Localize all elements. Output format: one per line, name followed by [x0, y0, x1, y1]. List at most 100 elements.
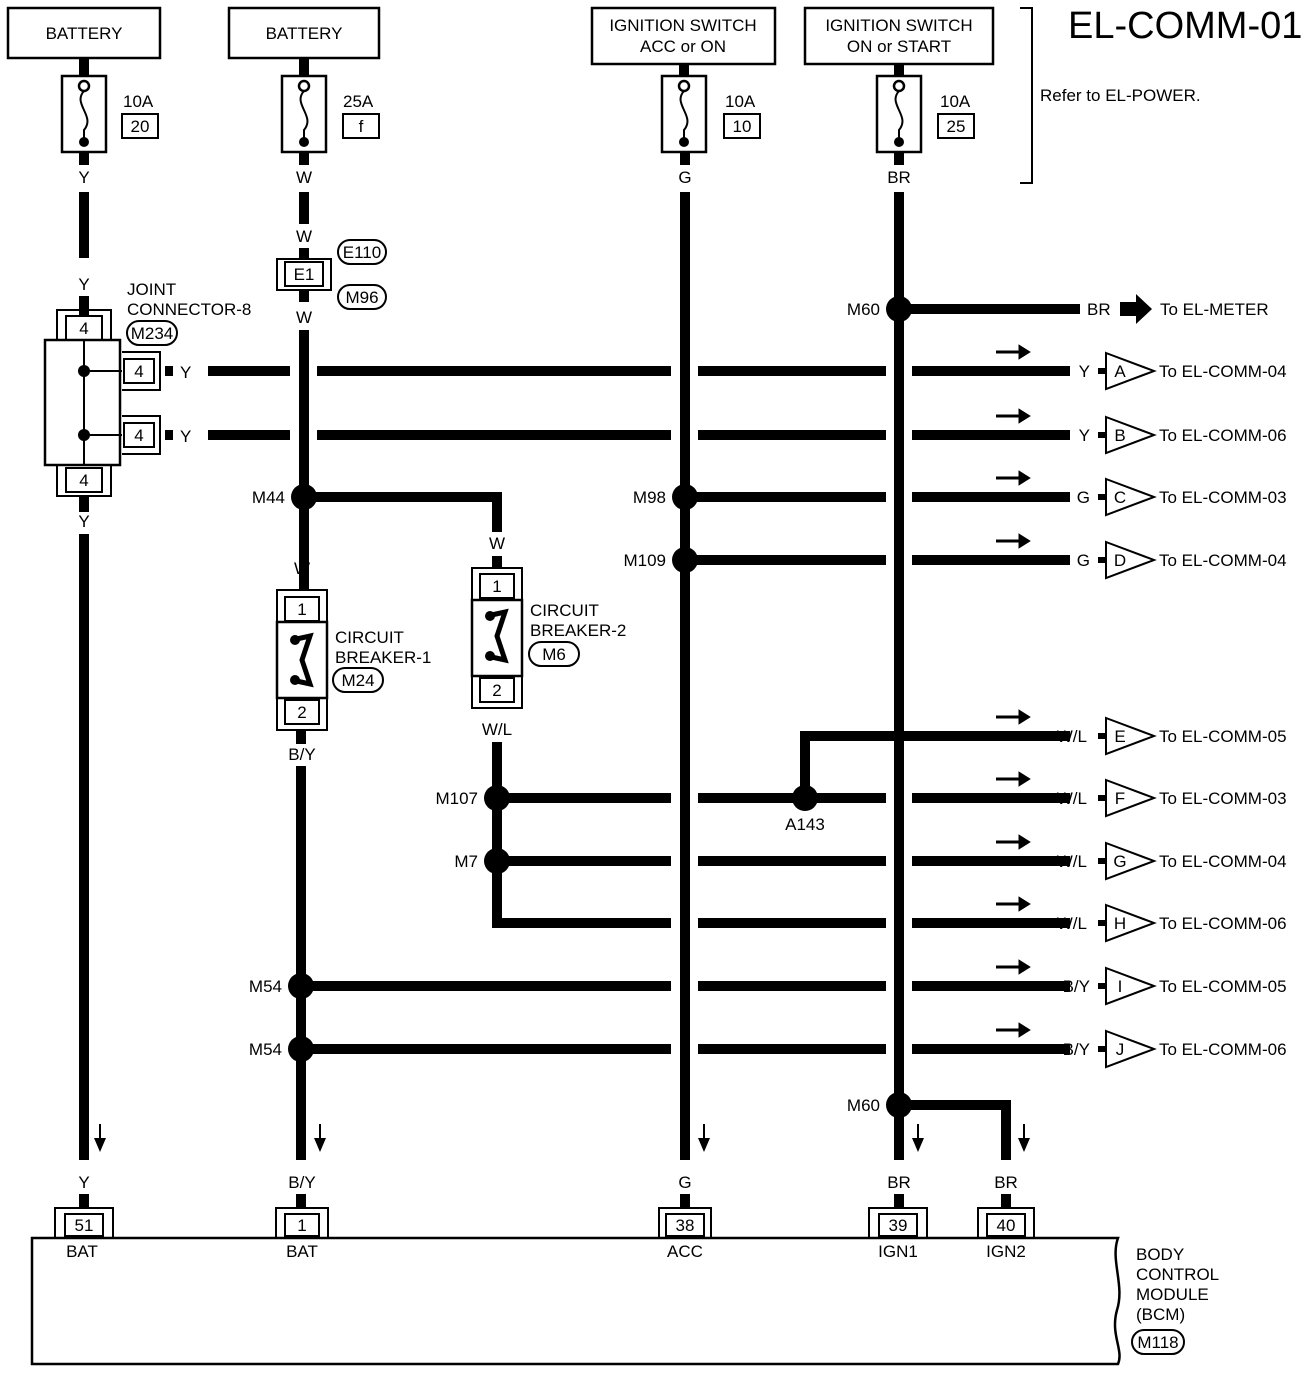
wire-stub: [165, 366, 173, 376]
down-arrow-icon: [698, 1124, 710, 1152]
output-h-letter: H: [1114, 914, 1126, 933]
wire-label-y: Y: [78, 1173, 89, 1192]
junction-m44-label: M44: [252, 488, 285, 507]
source-ignition-start-line2: ON or START: [847, 37, 951, 56]
wire-label-y: Y: [180, 363, 191, 382]
fuse-10-number: 10: [733, 117, 752, 136]
output-c-wire: G: [1077, 488, 1090, 507]
connector-e1: E1: [276, 258, 332, 291]
bcm-id: M118: [1137, 1333, 1178, 1352]
bcm-pin-38: 38 ACC: [658, 1207, 712, 1261]
cb2-id: M6: [542, 645, 566, 664]
bcm-pin-38-number: 38: [676, 1216, 695, 1235]
output-d-letter: D: [1114, 551, 1126, 570]
wire-label-w: W: [296, 227, 312, 246]
output-f: W/L F To EL-COMM-03: [996, 771, 1287, 818]
flow-arrow-icon: [996, 344, 1031, 360]
fuse-20-amp: 10A: [123, 92, 154, 111]
bcm-label-1: BODY: [1136, 1245, 1184, 1264]
bcm-label-4: (BCM): [1136, 1305, 1185, 1324]
connector-e110-label: E110: [343, 243, 381, 262]
down-arrow-icon: [1018, 1124, 1030, 1152]
wire-label-br: BR: [887, 1173, 911, 1192]
wire-label-g: G: [678, 1173, 691, 1192]
cb2-pin-1: 1: [492, 577, 501, 596]
output-a-wire: Y: [1079, 362, 1090, 381]
down-arrow-icon: [314, 1124, 326, 1152]
output-a: Y A To EL-COMM-04: [996, 344, 1287, 391]
wire-label-w: W: [296, 308, 312, 327]
jc-name-2: CONNECTOR-8: [127, 300, 251, 319]
junction-a143-label: A143: [785, 815, 825, 834]
wire-label-fuse-2: W: [296, 168, 312, 187]
output-g: W/L G To EL-COMM-04: [996, 834, 1287, 881]
output-d-target: To EL-COMM-04: [1159, 551, 1287, 570]
jc-id: M234: [131, 324, 174, 343]
wire-row-e: [800, 731, 1070, 798]
meter-wire-label: BR: [1087, 300, 1111, 319]
source-ignition-acc-line1: IGNITION SWITCH: [609, 16, 756, 35]
junction-m7-label: M7: [454, 852, 478, 871]
wire-ign2: [899, 1100, 1011, 1160]
flow-arrow-icon: [996, 470, 1031, 486]
fuse-25-amp: 10A: [940, 92, 971, 111]
wire-label-by: B/Y: [288, 745, 315, 764]
output-j: B/Y J To EL-COMM-06: [996, 1022, 1287, 1069]
junction-a143: [792, 785, 818, 811]
junction-m7: [484, 848, 510, 874]
jc-name-1: JOINT: [127, 280, 176, 299]
output-g-wire: W/L: [1057, 852, 1087, 871]
wire-label-fuse-1: Y: [78, 168, 89, 187]
bcm-pin-38-name: ACC: [667, 1242, 703, 1261]
wire-label-w: W: [294, 559, 310, 578]
bcm-pin-39-name: IGN1: [878, 1242, 918, 1261]
fuse-20-number: 20: [131, 117, 150, 136]
bcm-pin-40-name: IGN2: [986, 1242, 1026, 1261]
output-b: Y B To EL-COMM-06: [996, 408, 1287, 455]
wire-label-y: Y: [78, 512, 89, 531]
output-c-letter: C: [1114, 488, 1126, 507]
output-f-letter: F: [1115, 789, 1125, 808]
output-b-target: To EL-COMM-06: [1159, 426, 1287, 445]
connector-m96-badge: [337, 284, 387, 310]
junction-m54-b-label: M54: [249, 1040, 282, 1059]
jc-pin-bottom: 4: [79, 471, 88, 490]
source-ignition-start-line1: IGNITION SWITCH: [825, 16, 972, 35]
cb1-id: M24: [341, 671, 374, 690]
junction-m109: [672, 547, 698, 573]
output-i-wire: B/Y: [1063, 977, 1090, 996]
output-e-letter: E: [1114, 727, 1125, 746]
junction-m54-a-label: M54: [249, 977, 282, 996]
wire-m44-branch: [304, 492, 502, 532]
bcm-pin-40: 40 IGN2: [977, 1207, 1035, 1261]
bcm-pin-39: 39 IGN1: [868, 1207, 928, 1261]
output-h: W/L H To EL-COMM-06: [996, 896, 1287, 943]
fuse-f-number: f: [359, 117, 364, 136]
wire-label-fuse-4: BR: [887, 168, 911, 187]
connector-e1-label: E1: [294, 265, 315, 284]
flow-arrow-icon: [996, 1022, 1031, 1038]
junction-m98-label: M98: [633, 488, 666, 507]
connector-e110-badge: [337, 239, 387, 265]
wire-label-y: Y: [78, 275, 89, 294]
source-battery-1: BATTERY: [6, 6, 162, 60]
fuse-25: 10A 25: [875, 74, 975, 154]
bcm-pin-40-number: 40: [997, 1216, 1016, 1235]
joint-connector-8: 4 4 4 4 JOINT CONNECTOR-8 M234: [43, 280, 251, 497]
bcm-pin-39-number: 39: [889, 1216, 908, 1235]
output-i-letter: I: [1118, 977, 1123, 996]
output-a-target: To EL-COMM-04: [1159, 362, 1287, 381]
flow-arrow-icon: [996, 408, 1031, 424]
output-h-wire: W/L: [1057, 914, 1087, 933]
source-ignition-acc-line2: ACC or ON: [640, 37, 726, 56]
junction-m54-b: [288, 1036, 314, 1062]
output-d: G D To EL-COMM-04: [996, 533, 1287, 580]
flow-arrow-icon: [996, 533, 1031, 549]
source-battery-2-label: BATTERY: [266, 24, 343, 43]
wire-row-h: [492, 918, 671, 928]
source-ignition-start: IGNITION SWITCH ON or START: [803, 6, 995, 66]
bcm-pin-51-number: 51: [75, 1216, 94, 1235]
junction-m60-top-label: M60: [847, 300, 880, 319]
junction-m107-label: M107: [435, 789, 478, 808]
